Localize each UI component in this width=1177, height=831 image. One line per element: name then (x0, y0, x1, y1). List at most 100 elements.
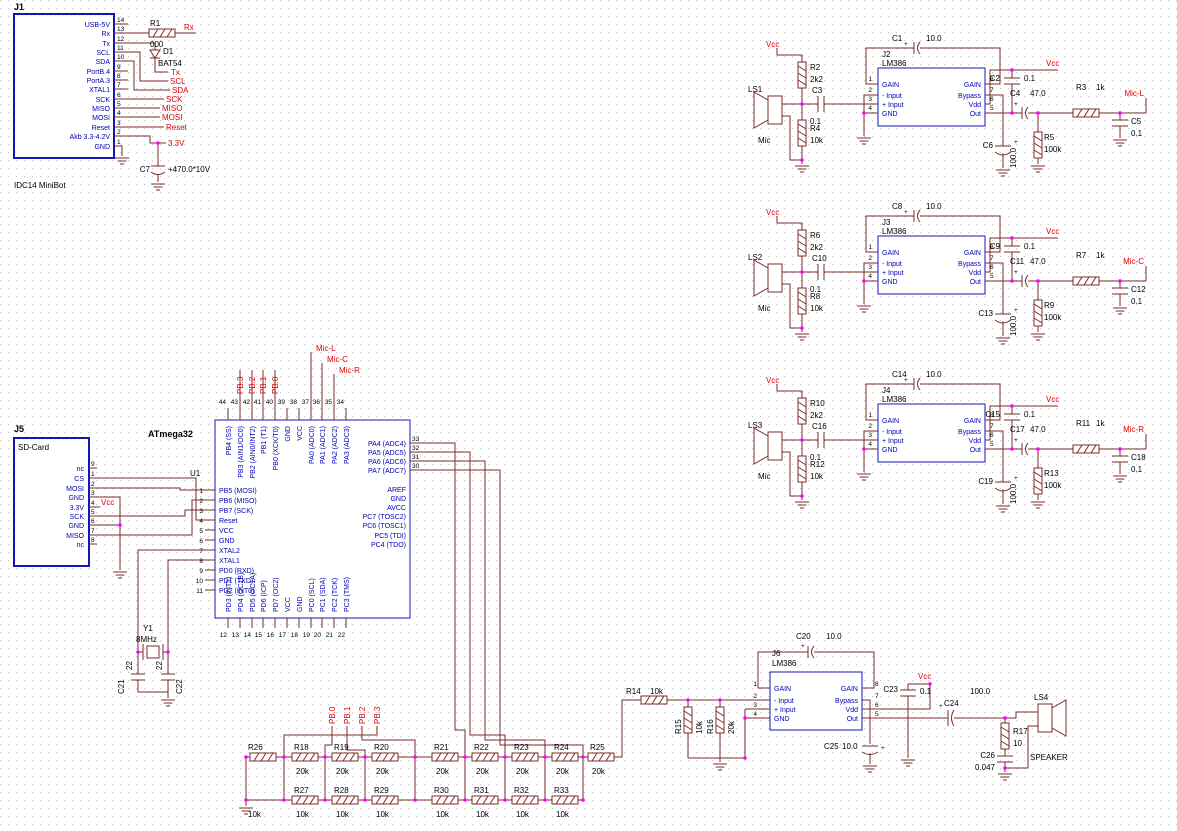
amp1-r5-44: R5 (1044, 133, 1055, 142)
out-0-1-29: 0.1 (920, 687, 932, 696)
amp1-j2-9: J2 (882, 50, 891, 59)
amp3-c15-30: C15 (985, 410, 1000, 419)
u1-pb6-miso-36: PB6 (MISO) (219, 498, 257, 505)
j1-tx-35: Tx (171, 68, 180, 77)
u1-pc5-tdi-55: PC5 (TDI) (375, 533, 407, 540)
u1-pd3-int1-72: PD3 (INT1) (226, 577, 233, 612)
amp1-3-21: 3 (868, 96, 872, 103)
u1-5-28: 5 (199, 528, 203, 535)
j5-1-12: 1 (91, 471, 95, 478)
r2r-dac-ladder (238, 699, 641, 815)
capacitor-c7 (150, 165, 166, 175)
u1-pb-1-85: PB.1 (259, 376, 268, 394)
amp2-input-12: - Input (882, 261, 902, 268)
out-out-15: Out (847, 716, 858, 723)
u1-pa2-adc2-22: PA2 (ADC2) (332, 426, 339, 464)
out-r17-36: R17 (1013, 727, 1028, 736)
u1-19-68: 19 (303, 632, 311, 639)
u1-pa3-adc3-23: PA3 (ADC3) (344, 426, 351, 464)
u1-20-69: 20 (314, 632, 322, 639)
amp1-input-13: + Input (882, 102, 904, 109)
amp2-2-20: 2 (868, 255, 872, 262)
j5-cs-3: CS (74, 476, 84, 483)
amp1-0-1-39: 0.1 (1131, 129, 1143, 138)
j1-gnd-14: GND (94, 144, 110, 151)
amp2-bypass-16: Bypass (958, 261, 981, 268)
dac-r22-5: R22 (474, 743, 489, 752)
out-r14-0: R14 (626, 687, 641, 696)
xtal-22-2: 22 (125, 661, 134, 670)
amp3-input-13: + Input (882, 438, 904, 445)
out-speaker-41: SPEAKER (1030, 753, 1068, 762)
out-c24-33: C24 (944, 699, 959, 708)
u1-pa5-adc5-47: PA5 (ADC5) (368, 450, 406, 457)
amp1-gain-15: GAIN (964, 82, 981, 89)
j5-7-18: 7 (91, 528, 95, 535)
u1-pd0-rxd-43: PD0 (RXD) (219, 568, 254, 575)
u1-21-70: 21 (326, 632, 334, 639)
u1-30-60: 30 (412, 463, 420, 470)
amp3-gnd-14: GND (882, 447, 898, 454)
amp3-0-1-6: 0.1 (810, 453, 822, 462)
out-4-19: 4 (753, 711, 757, 718)
amp1-100k-45: 100k (1044, 145, 1062, 154)
j1-r1-30: R1 (150, 19, 161, 28)
amp3-vcc-0: Vcc (766, 376, 779, 385)
j1-14-15: 14 (117, 17, 125, 24)
out-lm386-7: LM386 (772, 659, 797, 668)
dac-r31-21: R31 (474, 786, 489, 795)
amp1-r4-7: R4 (810, 124, 821, 133)
amp2-c9-30: C9 (990, 242, 1001, 251)
u1-pb5-mosi-35: PB5 (MOSI) (219, 488, 257, 495)
u1-pa7-adc7-49: PA7 (ADC7) (368, 468, 406, 475)
amp3-5-26: 5 (990, 441, 994, 448)
j5-mosi-4: MOSI (66, 486, 84, 493)
j5-6-17: 6 (91, 518, 95, 525)
amp3-100k-45: 100k (1044, 481, 1062, 490)
amp2-c10-5: C10 (812, 254, 827, 263)
amp2-gnd-14: GND (882, 279, 898, 286)
j5-j5-0: J5 (14, 424, 24, 434)
j1-7-22: 7 (117, 82, 121, 89)
u1-pd6-icp-75: PD6 (ICP) (261, 580, 268, 612)
u1-mic-r-89: Mic-R (339, 366, 360, 375)
xtal-8mhz-1: 8MHz (136, 635, 157, 644)
u1-7-30: 7 (199, 548, 203, 555)
amp1-c6-41: C6 (983, 141, 994, 150)
out-10k-1: 10k (650, 687, 664, 696)
u1-pa6-adc6-48: PA6 (ADC6) (368, 459, 406, 466)
j1-porta-3-7: PortA.3 (87, 78, 110, 85)
u1-34-12: 34 (337, 399, 345, 406)
u1-pb1-t1-16: PB1 (T1) (261, 426, 268, 454)
amp2-label-29: + (904, 209, 908, 216)
amp2-gain-11: GAIN (882, 250, 899, 257)
amp3-r11-36: R11 (1076, 419, 1091, 428)
u1-14-63: 14 (244, 632, 252, 639)
dac-r33-23: R33 (554, 786, 569, 795)
amp1-8-23: 8 (990, 76, 994, 83)
amp1-2-20: 2 (868, 87, 872, 94)
amp1-label-35: + (1014, 101, 1018, 108)
dac-20k-12: 20k (436, 767, 450, 776)
dac-20k-11: 20k (376, 767, 390, 776)
dac-10k-28: 10k (436, 810, 450, 819)
amp2-input-13: + Input (882, 270, 904, 277)
amp2-1k-37: 1k (1096, 251, 1105, 260)
dac-20k-15: 20k (556, 767, 570, 776)
output-amp-j6-speaker (640, 645, 1067, 781)
u1-36-10: 36 (313, 399, 321, 406)
j1-xtal1-8: XTAL1 (89, 87, 110, 94)
out-0-047-39: 0.047 (975, 763, 996, 772)
amp2-100k-45: 100k (1044, 313, 1062, 322)
dac-r25-8: R25 (590, 743, 605, 752)
u1-8-31: 8 (199, 558, 203, 565)
amp3-gain-11: GAIN (882, 418, 899, 425)
amp2-5-26: 5 (990, 273, 994, 280)
j1-470-0-10v-44: +470.0*10V (168, 165, 211, 174)
u1-pd5-oc1a-74: PD5 (OC1A) (250, 573, 257, 612)
j1-000-31: 000 (150, 40, 164, 49)
amp2-3-21: 3 (868, 264, 872, 271)
amp2-c11-33: C11 (1010, 257, 1025, 266)
amp2-r8-7: R8 (810, 292, 821, 301)
